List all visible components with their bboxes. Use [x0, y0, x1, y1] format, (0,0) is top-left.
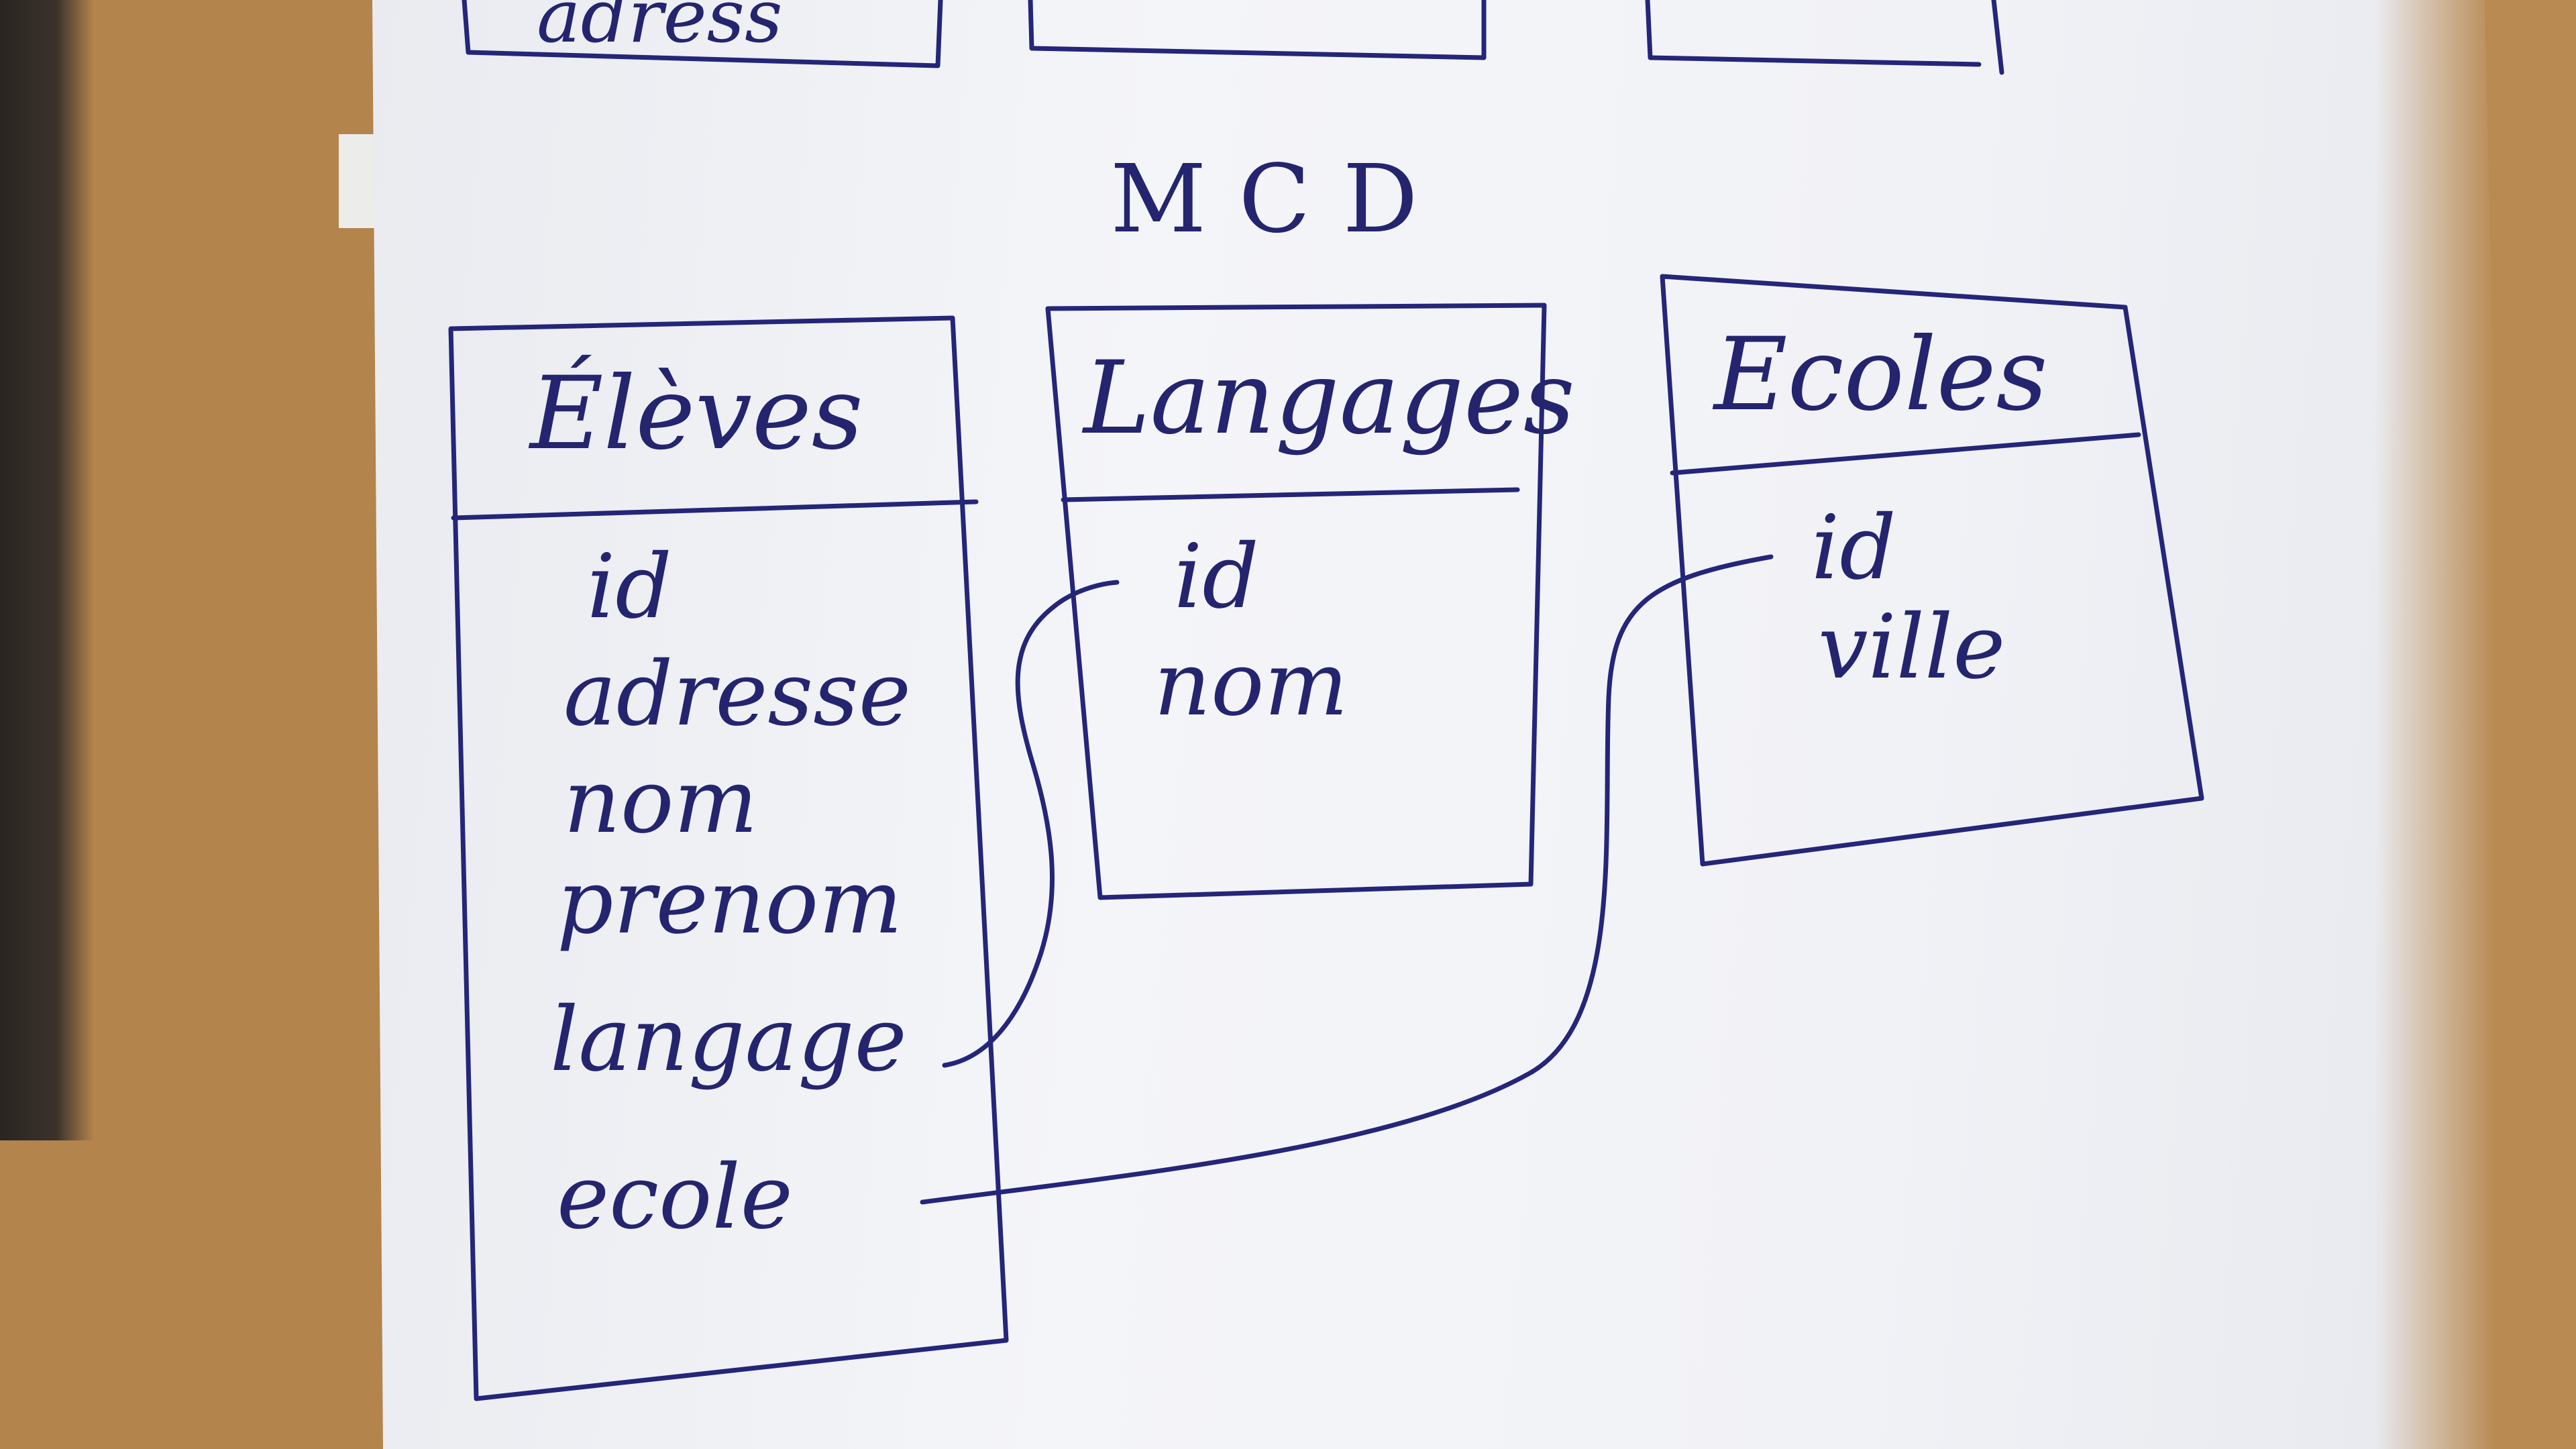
entity-eleves: Élèves id adresse nom prenom langage eco…	[448, 315, 1009, 1401]
diagram-title: MCD	[1110, 145, 1450, 254]
cutoff-box-left	[462, 0, 943, 68]
langages-field-id: id	[1174, 525, 1259, 629]
ecoles-title: Ecoles	[1712, 317, 2048, 433]
entity-ecoles: Ecoles id ville	[1660, 274, 2204, 867]
relation-langage-to-langages-id	[942, 580, 1120, 1068]
langages-header-divider	[1061, 487, 1520, 502]
ecoles-box	[1660, 274, 2204, 867]
eleves-field-prenom: prenom	[557, 851, 902, 954]
ecoles-field-id: id	[1811, 496, 1896, 600]
previous-diagram-cutoff: adress	[462, 0, 2004, 75]
desk-right	[2375, 0, 2576, 1449]
entity-langages: Langages id nom	[1045, 303, 1575, 900]
cutoff-box-middle	[1028, 0, 1487, 60]
langages-title: Langages	[1081, 340, 1575, 457]
eleves-field-id: id	[587, 535, 672, 639]
langages-field-nom: nom	[1154, 633, 1348, 736]
relation-ecole-to-ecoles-id	[920, 554, 1774, 1205]
paper-sheet	[372, 0, 2519, 1449]
desk-shadow	[0, 0, 94, 1140]
eleves-header-divider	[451, 499, 979, 521]
eleves-field-adresse: adresse	[564, 643, 911, 746]
ecoles-header-divider	[1670, 432, 2141, 476]
eleves-box	[448, 315, 1009, 1401]
eleves-field-ecole: ecole	[557, 1146, 793, 1249]
cutoff-field-text: adress	[537, 0, 783, 59]
eleves-field-langage: langage	[550, 988, 907, 1091]
ecoles-field-ville: ville	[1818, 596, 2005, 699]
cutoff-box-right	[1645, 0, 2004, 75]
eleves-field-nom: nom	[564, 750, 758, 853]
langages-box	[1045, 303, 1547, 900]
eleves-title: Élèves	[528, 355, 863, 472]
